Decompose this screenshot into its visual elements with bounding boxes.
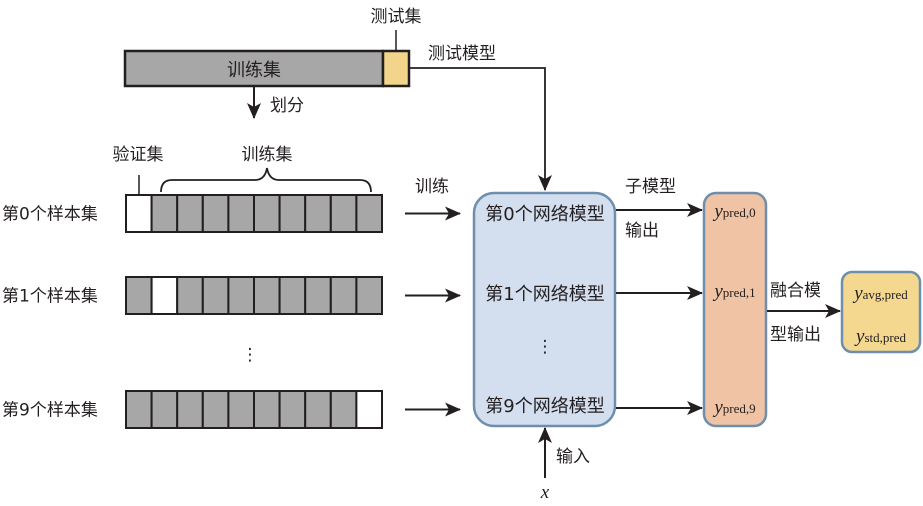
train-arrow-label: 训练 xyxy=(415,177,449,197)
train-segment xyxy=(201,276,230,315)
train-segment xyxy=(253,390,281,429)
fold-row: 第0个样本集 xyxy=(2,194,461,233)
pred-0: ypred,0 xyxy=(712,201,755,222)
train-segment xyxy=(304,390,332,429)
fold-row: 第9个样本集 xyxy=(2,390,461,429)
model-item-1: 第1个网络模型 xyxy=(485,284,604,305)
train-segment xyxy=(176,276,204,315)
train-segment xyxy=(227,194,255,233)
validation-segment xyxy=(355,390,383,429)
train-segment xyxy=(150,390,179,429)
train-set-label: 训练集 xyxy=(227,60,281,81)
fusion-label-top: 融合模 xyxy=(770,281,821,301)
test-model-label: 测试模型 xyxy=(428,44,496,64)
fold-row-label: 第1个样本集 xyxy=(2,287,98,307)
train-segment xyxy=(329,194,358,233)
train-segment xyxy=(304,194,332,233)
predictions-box xyxy=(702,191,768,428)
train-brace xyxy=(160,167,372,193)
fold-ellipsis: ⋮ xyxy=(242,345,259,365)
network-models-box xyxy=(472,191,617,428)
test-set-label: 测试集 xyxy=(371,7,422,27)
train-segment xyxy=(227,276,255,315)
train-segment xyxy=(329,276,358,315)
validation-set-label: 验证集 xyxy=(113,145,164,165)
train-segment xyxy=(278,390,307,429)
train-segment xyxy=(278,194,307,233)
train-segment xyxy=(125,390,153,429)
validation-segment xyxy=(150,276,179,315)
fold-row-label: 第0个样本集 xyxy=(2,205,98,225)
pred-1: ypred,1 xyxy=(712,281,755,302)
fold-row-label: 第9个样本集 xyxy=(2,401,98,421)
pred-9: ypred,9 xyxy=(712,397,755,418)
train-segment xyxy=(150,194,179,233)
fusion-output-avg: yavg,pred xyxy=(852,283,908,304)
train-segment xyxy=(125,276,153,315)
fold-row: 第1个样本集 xyxy=(2,276,461,315)
model-ellipsis: ⋮ xyxy=(537,337,554,357)
test-set-block xyxy=(381,49,411,88)
split-label: 划分 xyxy=(270,96,304,116)
train-segment xyxy=(201,194,230,233)
train-segment xyxy=(355,276,383,315)
fusion-output-box xyxy=(840,270,922,354)
train-segment xyxy=(176,390,204,429)
train-segment xyxy=(227,390,255,429)
train-segment xyxy=(253,276,281,315)
submodel-output-label-bottom: 输出 xyxy=(625,221,659,241)
test-model-connector xyxy=(409,67,552,191)
input-label: 输入 xyxy=(556,447,590,467)
train-segment xyxy=(253,194,281,233)
fusion-output-std: ystd,pred xyxy=(854,326,906,347)
validation-segment xyxy=(125,194,153,233)
full-dataset-bar: 训练集 xyxy=(123,49,411,88)
fusion-label-bottom: 型输出 xyxy=(770,325,821,345)
train-segment xyxy=(355,194,383,233)
train-segment xyxy=(201,390,230,429)
submodel-output-label-top: 子模型 xyxy=(625,177,676,197)
train-segment xyxy=(278,276,307,315)
model-item-0: 第0个网络模型 xyxy=(485,204,604,225)
train-segment xyxy=(304,276,332,315)
input-variable: x xyxy=(540,482,550,503)
fold-train-set-label: 训练集 xyxy=(242,145,293,165)
model-item-9: 第9个网络模型 xyxy=(485,396,604,417)
train-segment xyxy=(176,194,204,233)
train-segment xyxy=(329,390,358,429)
